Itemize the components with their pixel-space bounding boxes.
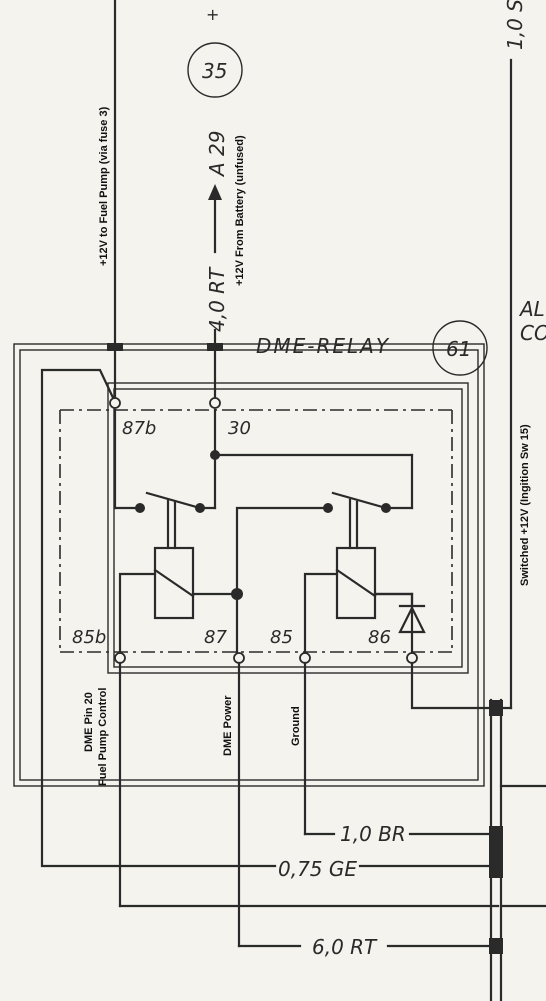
terminal-87b-label: 87b xyxy=(122,418,156,439)
wire-85b-coil xyxy=(118,572,157,654)
coil2-diagonal xyxy=(335,568,377,598)
label-fuel-pump-control: Fuel Pump Control xyxy=(97,688,109,786)
switch1-blade xyxy=(145,491,202,510)
terminal-85-label: 85 xyxy=(270,627,293,648)
coil1 xyxy=(153,546,195,620)
relay-housing-outer xyxy=(13,343,485,787)
terminal-86-label: 86 xyxy=(368,627,391,648)
terminal-85-dot xyxy=(299,652,311,664)
terminal-87-label: 87 xyxy=(204,627,227,648)
label-dme-power: DME Power xyxy=(222,695,234,756)
coil2 xyxy=(335,546,377,620)
node-87 xyxy=(231,588,243,600)
a29-arrow-head xyxy=(208,184,222,200)
diode-triangle xyxy=(398,605,426,634)
wire-label-br: 1,0 BR xyxy=(340,822,406,846)
wire-label-40rt: 4,0 RT xyxy=(205,266,229,332)
ref-circle-35 xyxy=(187,42,243,98)
bus-splice-3 xyxy=(489,938,503,954)
label-battery: +12V From Battery (unfused) xyxy=(234,135,246,286)
ref-a29: A 29 xyxy=(205,131,229,179)
relay-board-inner xyxy=(113,388,463,668)
label-ground: Ground xyxy=(290,706,302,746)
terminal-85b-dot xyxy=(114,652,126,664)
terminal-87-dot xyxy=(233,652,245,664)
label-dme-pin20: DME Pin 20 xyxy=(83,692,95,752)
node-30 xyxy=(210,450,220,460)
switch1-contact-left xyxy=(135,503,145,513)
relay-number: 61 xyxy=(446,337,471,361)
relay-board-outer xyxy=(107,382,469,674)
terminal-86-dot xyxy=(406,652,418,664)
terminal-87b-dot xyxy=(109,397,121,409)
relay-number-circle xyxy=(432,320,488,376)
bus-splice-2 xyxy=(489,826,503,878)
wire-splice-top xyxy=(107,343,123,351)
bus-splice-1 xyxy=(489,700,503,716)
top-right-text: 1,0 S xyxy=(503,0,527,50)
top-right-b1: AL xyxy=(518,297,545,321)
switch2-blade xyxy=(331,491,388,510)
wire-label-ge: 0,75 GE xyxy=(278,857,357,881)
wire-86-ignition xyxy=(410,661,498,710)
ref-number-35: 35 xyxy=(202,59,227,83)
wire-85-coil xyxy=(303,572,339,654)
relay-housing-inner xyxy=(19,349,479,781)
wire-87-switch xyxy=(235,506,330,654)
label-fuse3: +12V to Fuel Pump (via fuse 3) xyxy=(98,106,110,266)
wire-splice-30 xyxy=(207,343,223,351)
ref-plus: + xyxy=(206,5,219,24)
top-right-b2: CO xyxy=(520,321,546,345)
terminal-30-label: 30 xyxy=(228,418,251,439)
label-ignition: Switched +12V (Ingition Sw 15) xyxy=(519,424,531,586)
terminal-85b-label: 85b xyxy=(72,627,106,648)
terminal-30-dot xyxy=(209,397,221,409)
relay-title: DME-RELAY xyxy=(256,334,390,358)
coil1-diagonal xyxy=(153,568,195,598)
wire-label-rt6: 6,0 RT xyxy=(312,935,378,959)
